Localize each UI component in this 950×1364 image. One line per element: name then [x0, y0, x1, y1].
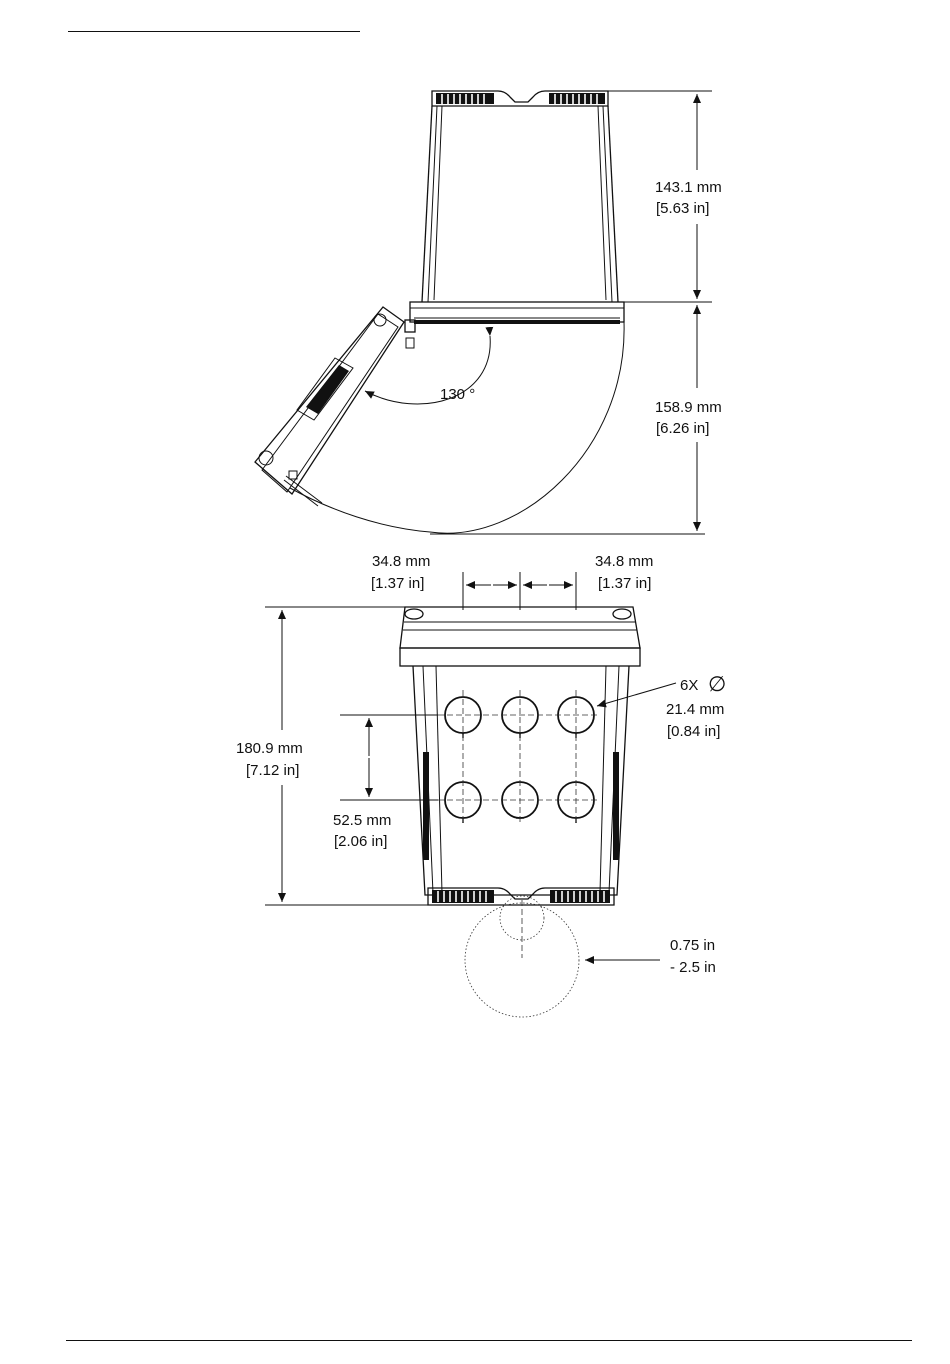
spacing-left-mm-label: 34.8 mm: [372, 553, 430, 570]
front-view: 34.8 mm [1.37 in] 34.8 mm [1.37 in] 180.…: [236, 553, 726, 1017]
top-height-in-label: [5.63 in]: [656, 200, 709, 217]
hole-diameter-in-label: [0.84 in]: [667, 723, 720, 740]
hole-center-lines: [438, 572, 600, 825]
top-view-body: [410, 106, 624, 324]
conduit-holes: [445, 697, 594, 823]
spacing-right-mm-label: 34.8 mm: [595, 553, 653, 570]
front-view-lid: [400, 607, 640, 666]
top-view-mounting-ridge: [432, 91, 608, 106]
door-swing-arc: [290, 322, 624, 533]
hole-diameter-mm-label: 21.4 mm: [666, 701, 724, 718]
top-view-open-door: [255, 307, 404, 506]
top-view: 143.1 mm [5.63 in] 158.9 mm [6.26 in] 13…: [255, 91, 722, 534]
door-swing-mm-label: 158.9 mm: [655, 399, 722, 416]
top-height-mm-label: 143.1 mm: [655, 179, 722, 196]
spacing-left-in-label: [1.37 in]: [371, 575, 424, 592]
door-angle-label: 130 °: [440, 386, 475, 403]
front-height-mm-label: 180.9 mm: [236, 740, 303, 757]
spacing-right-in-label: [1.37 in]: [598, 575, 651, 592]
hole-count-label: 6X: [680, 677, 698, 694]
row-spacing-mm-label: 52.5 mm: [333, 812, 391, 829]
door-swing-in-label: [6.26 in]: [656, 420, 709, 437]
diameter-symbol: ∅: [708, 673, 726, 696]
row-spacing-in-label: [2.06 in]: [334, 833, 387, 850]
front-view-body: [413, 666, 629, 895]
front-height-in-label: [7.12 in]: [246, 762, 299, 779]
front-view-mounting-ridge: [428, 888, 614, 905]
mounting-pipe-outline: [465, 896, 579, 1017]
hole-diameter-leader: [597, 683, 676, 706]
footer-rule: [66, 1340, 912, 1341]
pipe-min-label: 0.75 in: [670, 937, 715, 954]
top-view-hinge: [405, 320, 415, 348]
pipe-max-label: - 2.5 in: [670, 959, 716, 976]
